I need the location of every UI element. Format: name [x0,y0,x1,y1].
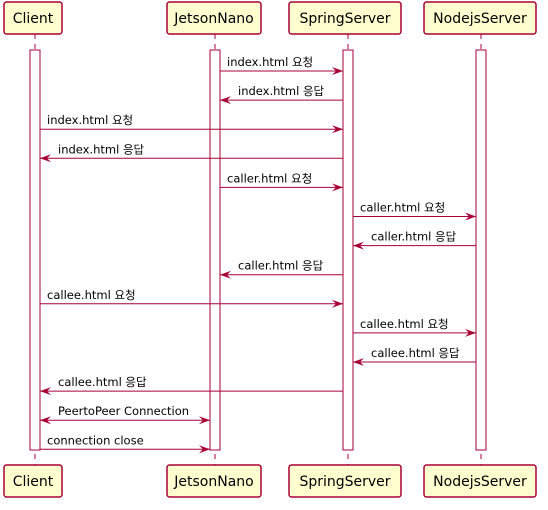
message: index.html 응답 [220,84,343,105]
message-label: caller.html 요청 [227,171,312,185]
message-label: callee.html 응답 [371,346,460,360]
message-label: connection close [47,433,144,447]
message-label: index.html 응답 [238,84,325,98]
arrow-head-icon [199,445,210,454]
message: index.html 응답 [40,142,343,163]
participant-nodejs-label: NodejsServer [433,11,527,27]
arrow-head-icon [353,241,364,250]
message: caller.html 요청 [220,171,343,192]
message-label: caller.html 응답 [238,259,324,273]
arrow-head-icon [353,358,364,366]
message: callee.html 요청 [353,317,476,337]
arrow-head-icon [332,183,343,192]
participant-jetson-label: JetsonNano [173,11,253,27]
arrow-head-icon [199,416,210,425]
message-label: index.html 요청 [47,113,133,127]
message: caller.html 요청 [353,201,476,221]
message-label: PeertoPeer Connection [58,404,189,418]
arrow-head-icon [465,328,476,337]
participant-jetson-label: JetsonNano [173,474,253,490]
participant-footers: Client JetsonNano SpringServer NodejsSer… [3,464,537,498]
activation-client [29,49,41,451]
participant-client-bottom: Client [3,464,63,498]
arrow-head-icon [332,125,343,134]
message: index.html 요청 [40,113,343,134]
participant-spring-top: SpringServer [288,1,402,35]
activation-jetson [209,49,221,451]
message: connection close [40,433,210,454]
activation-nodejs [475,49,487,451]
arrow-head-icon [465,212,476,221]
message: callee.html 응답 [40,375,343,396]
arrow-head-icon [332,67,343,75]
message-label: caller.html 응답 [371,230,457,244]
participant-nodejs-bottom: NodejsServer [423,464,537,498]
message-label: callee.html 응답 [58,375,147,389]
activation-bars [29,49,487,451]
message-label: index.html 요청 [227,55,313,69]
message: caller.html 응답 [220,259,343,279]
message: callee.html 요청 [40,288,343,308]
messages: index.html 요청 index.html 응답 index.html 요청 i… [40,55,476,454]
arrow-head-icon [332,299,343,308]
message: callee.html 응답 [353,346,476,366]
participant-headers: Client JetsonNano SpringServer NodejsSer… [3,1,537,35]
participant-jetson-bottom: JetsonNano [166,464,262,498]
message: index.html 요청 [220,55,343,75]
participant-client-label: Client [13,11,54,27]
lifelines [34,34,482,465]
participant-nodejs-label: NodejsServer [433,474,527,490]
message-label: caller.html 요청 [360,201,445,215]
participant-jetson-top: JetsonNano [166,1,262,35]
participant-nodejs-top: NodejsServer [423,1,537,35]
arrow-head-icon [40,387,51,396]
participant-client-top: Client [3,1,63,35]
arrow-head-icon [40,154,51,163]
message-label: index.html 응답 [58,142,145,156]
message-label: callee.html 요청 [47,288,136,302]
arrow-head-icon [220,96,231,105]
participant-client-label: Client [13,474,54,490]
message: PeertoPeer Connection [40,404,210,425]
arrow-head-icon [220,270,231,279]
participant-spring-label: SpringServer [299,11,390,27]
arrow-head-icon [40,416,51,425]
activation-spring [342,49,354,451]
participant-spring-label: SpringServer [299,474,390,490]
message-label: callee.html 요청 [360,317,449,331]
participant-spring-bottom: SpringServer [288,464,402,498]
message: caller.html 응답 [353,230,476,250]
